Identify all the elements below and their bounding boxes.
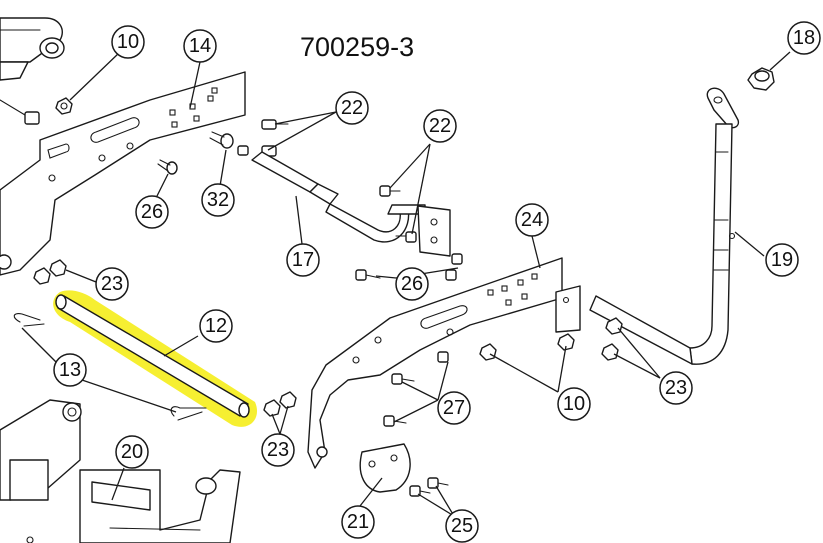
callout-22: 22 [423, 109, 457, 143]
handle-19 [589, 87, 740, 365]
svg-text:20: 20 [121, 441, 143, 463]
callout-10: 10 [111, 25, 145, 59]
side-plate-24 [307, 257, 581, 469]
nut-10-mid [557, 333, 575, 351]
callout-25: 25 [445, 509, 479, 543]
svg-text:10: 10 [117, 31, 139, 53]
svg-text:10: 10 [563, 393, 585, 415]
nut-10-top [55, 97, 73, 115]
svg-text:22: 22 [429, 115, 451, 137]
callout-23: 23 [95, 267, 129, 301]
svg-text:24: 24 [521, 209, 543, 231]
svg-text:26: 26 [401, 273, 423, 295]
callout-21: 21 [341, 505, 375, 539]
pin-12 [55, 294, 250, 418]
svg-text:25: 25 [451, 515, 473, 537]
bolts-25 [409, 477, 449, 497]
svg-text:27: 27 [443, 397, 465, 419]
callout-18: 18 [787, 21, 821, 55]
svg-text:14: 14 [189, 35, 211, 57]
callout-22: 22 [335, 91, 369, 125]
callout-26: 26 [135, 195, 169, 229]
callout-24: 24 [515, 203, 549, 237]
nuts-23-left [33, 259, 67, 285]
pin-26-top [157, 159, 178, 175]
svg-text:18: 18 [793, 27, 815, 49]
svg-text:13: 13 [59, 359, 81, 381]
callout-32: 32 [201, 183, 235, 217]
svg-text:21: 21 [347, 511, 369, 533]
callout-26: 26 [395, 267, 429, 301]
drawing-number: 700259-3 [300, 32, 414, 62]
nut-10-plate [479, 343, 497, 361]
bracket-21 [359, 443, 411, 493]
callout-14: 14 [183, 29, 217, 63]
clip-13-top [13, 313, 45, 327]
frame-20 [0, 399, 241, 543]
callout-19: 19 [765, 243, 799, 277]
callout-23: 23 [261, 433, 295, 467]
callout-12: 12 [199, 309, 233, 343]
nuts-23-lower [263, 391, 297, 417]
callouts: 10 14 22 22 18 26 32 17 24 19 23 26 12 1… [53, 21, 821, 543]
leader-lines [21, 51, 791, 517]
svg-text:26: 26 [141, 201, 163, 223]
svg-text:23: 23 [267, 439, 289, 461]
bolts-22-right [379, 185, 417, 243]
callout-13: 13 [53, 353, 87, 387]
callout-20: 20 [115, 435, 149, 469]
callout-27: 27 [437, 391, 471, 425]
svg-text:17: 17 [292, 249, 314, 271]
svg-text:22: 22 [341, 97, 363, 119]
svg-text:23: 23 [665, 377, 687, 399]
bolts-27 [383, 351, 449, 427]
clip-13-bottom [170, 406, 207, 421]
bolts-22-upper [237, 119, 289, 157]
svg-text:19: 19 [771, 249, 793, 271]
rod-17 [251, 151, 451, 257]
pin-32 [209, 131, 234, 149]
roller-assembly-top-left [0, 17, 65, 125]
svg-text:23: 23 [101, 273, 123, 295]
svg-text:32: 32 [207, 189, 229, 211]
callout-17: 17 [286, 243, 320, 277]
nuts-23-right [601, 317, 623, 361]
callout-23: 23 [659, 371, 693, 405]
svg-text:12: 12 [205, 315, 227, 337]
nut-18 [747, 67, 775, 91]
callout-10: 10 [557, 387, 591, 421]
bolts-26-mid [355, 253, 463, 281]
side-plate-14 [0, 71, 246, 276]
